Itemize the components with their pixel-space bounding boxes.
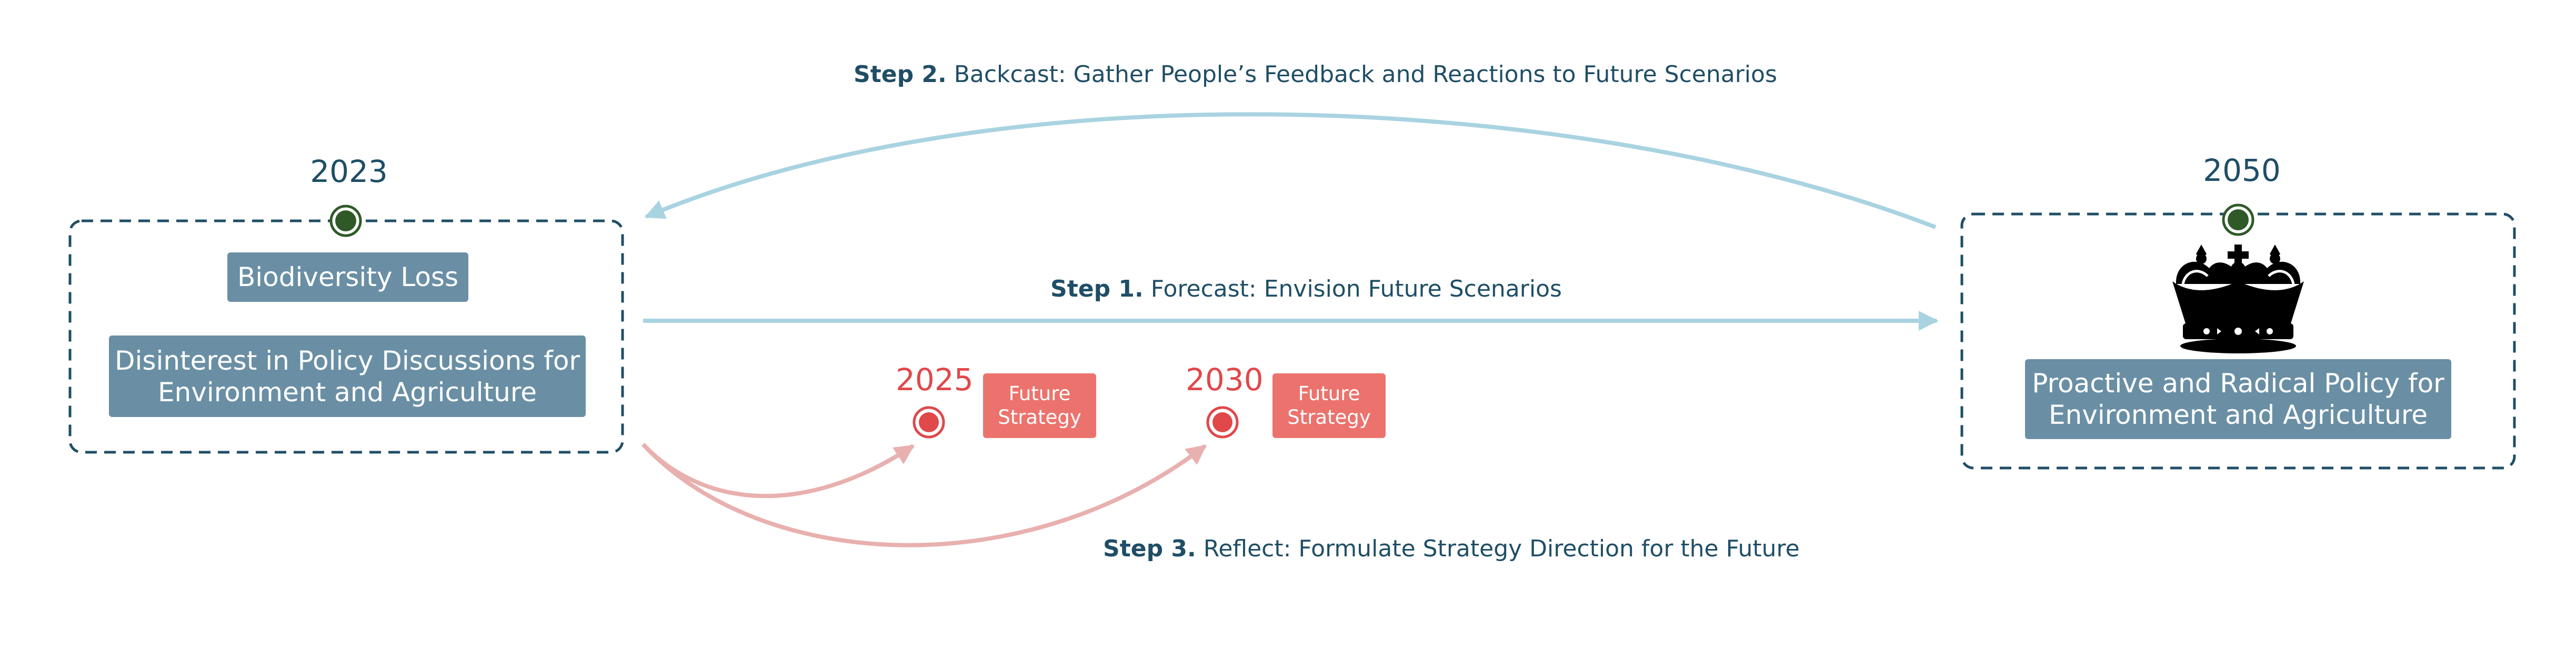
step1-text: Forecast: Envision Future Scenarios xyxy=(1150,276,1562,302)
proactive-policy-line2: Environment and Agriculture xyxy=(2048,400,2428,430)
step2-caption: Step 2. Backcast: Gather People’s Feedba… xyxy=(854,61,1777,88)
step3-caption: Step 3. Reflect: Formulate Strategy Dire… xyxy=(1103,535,1800,562)
step1-caption: Step 1. Forecast: Envision Future Scenar… xyxy=(1050,276,1562,302)
future-strategy-2030-line2: Strategy xyxy=(1287,405,1371,429)
year-2023-label: 2023 xyxy=(310,154,388,189)
future-strategy-2025-line1: Future xyxy=(1008,382,1071,405)
timeline-dot-2023 xyxy=(329,205,362,237)
disinterest-box: Disinterest in Policy Discussions for En… xyxy=(109,335,586,417)
right-dashed-frame xyxy=(1960,212,2516,470)
biodiversity-loss-label: Biodiversity Loss xyxy=(237,262,459,292)
future-strategy-2030-box: Future Strategy xyxy=(1272,373,1386,438)
biodiversity-loss-box: Biodiversity Loss xyxy=(227,252,468,302)
proactive-policy-line1: Proactive and Radical Policy for xyxy=(2032,368,2444,399)
future-strategy-2030-line1: Future xyxy=(1298,382,1360,405)
step2-number: Step 2. xyxy=(854,61,947,88)
future-strategy-2025-line2: Strategy xyxy=(998,405,1081,429)
proactive-policy-box: Proactive and Radical Policy for Environ… xyxy=(2025,359,2451,439)
step2-text: Backcast: Gather People’s Feedback and R… xyxy=(954,61,1777,88)
reflect-arrow-2030 xyxy=(642,443,1207,547)
year-2025-label: 2025 xyxy=(896,362,974,398)
timeline-dot-2025 xyxy=(913,406,945,439)
year-2050-label: 2050 xyxy=(2203,152,2281,188)
future-strategy-2025-box: Future Strategy xyxy=(983,373,1096,438)
left-dashed-frame xyxy=(68,219,624,454)
timeline-dot-2050 xyxy=(2222,204,2254,236)
disinterest-line2: Environment and Agriculture xyxy=(157,377,537,408)
crown-icon xyxy=(2172,245,2304,353)
reflect-arrow-2025 xyxy=(642,443,915,499)
step3-number: Step 3. xyxy=(1103,535,1196,562)
year-2030-label: 2030 xyxy=(1186,362,1264,398)
timeline-dot-2030 xyxy=(1206,406,1239,439)
step3-text: Reflect: Formulate Strategy Direction fo… xyxy=(1203,535,1800,562)
backcast-arrow xyxy=(644,112,1937,229)
disinterest-line1: Disinterest in Policy Discussions for xyxy=(115,345,580,376)
step1-number: Step 1. xyxy=(1050,276,1144,302)
